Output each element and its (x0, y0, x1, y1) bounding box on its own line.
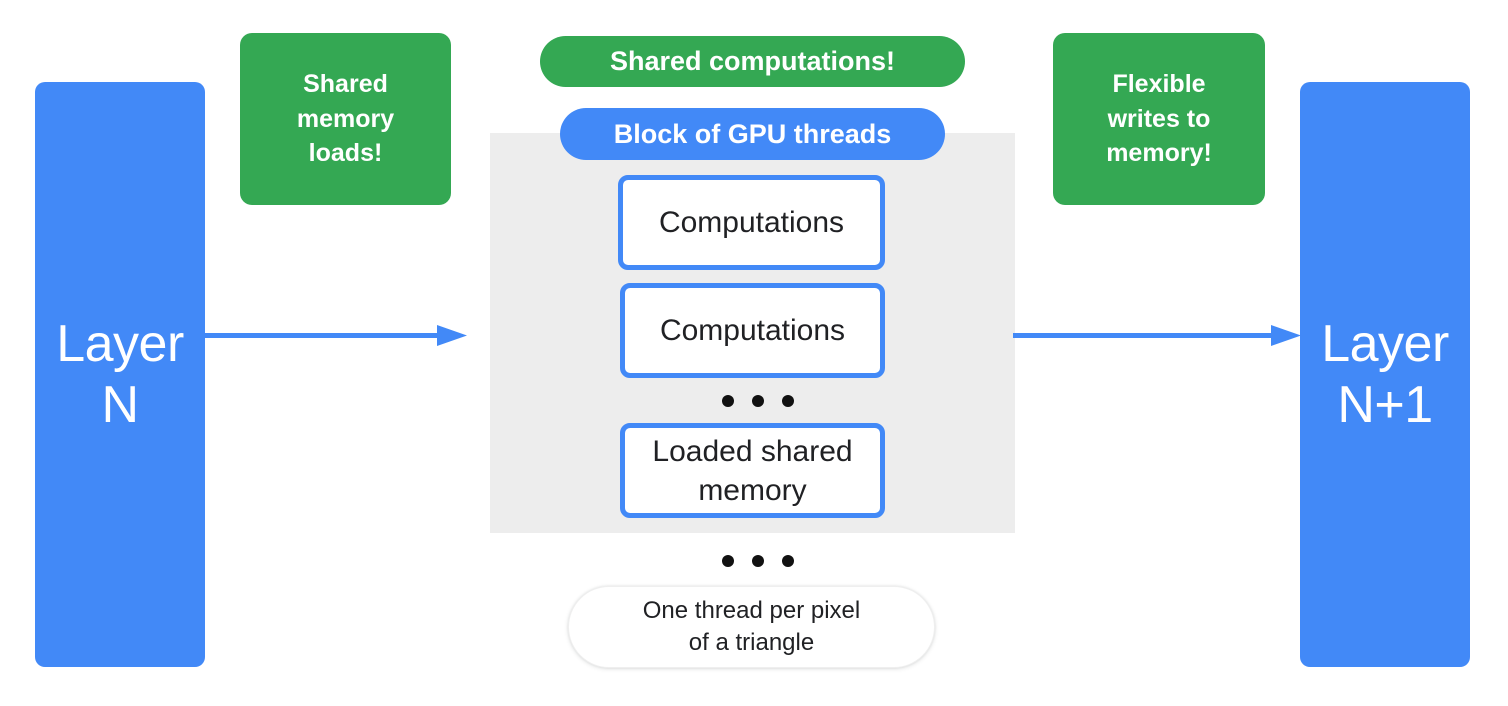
dot-icon (782, 395, 794, 407)
arrow-block-to-output (1013, 322, 1303, 355)
thread-box-computations-1: Computations (618, 175, 885, 270)
dot-icon (722, 555, 734, 567)
dot-icon (752, 555, 764, 567)
layer-n-box: Layer N (35, 82, 205, 667)
dot-icon (752, 395, 764, 407)
thread-box-computations-2: Computations (620, 283, 885, 378)
dot-icon (782, 555, 794, 567)
ellipsis-outer-icon (722, 555, 794, 567)
callout-flexible-writes-to-memory: Flexible writes to memory! (1053, 33, 1265, 205)
pill-block-of-gpu-threads: Block of GPU threads (560, 108, 945, 160)
ellipsis-inner-icon (722, 395, 794, 407)
callout-shared-memory-loads: Shared memory loads! (240, 33, 451, 205)
layer-n-plus-1-box: Layer N+1 (1300, 82, 1470, 667)
dot-icon (722, 395, 734, 407)
thread-box-loaded-shared-memory: Loaded shared memory (620, 423, 885, 518)
arrow-input-to-block (203, 322, 469, 355)
caption-one-thread-per-pixel: One thread per pixel of a triangle (568, 586, 935, 668)
pill-shared-computations: Shared computations! (540, 36, 965, 87)
